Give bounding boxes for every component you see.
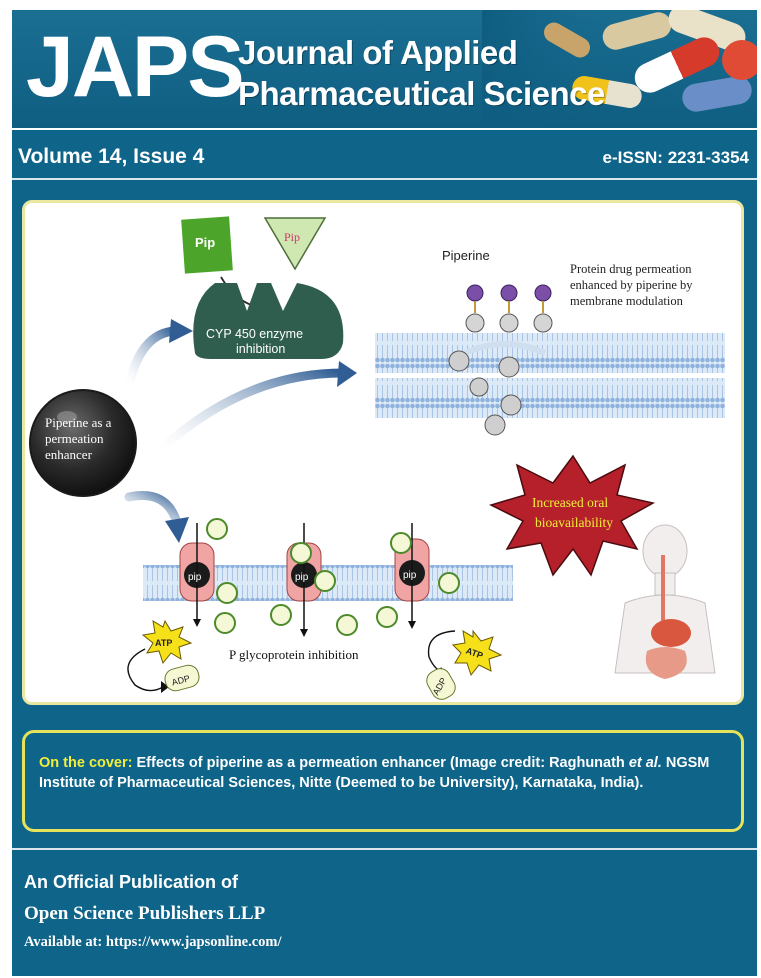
journal-header: JAPS Journal of Applied Pharmaceutical S… [12,10,757,128]
arrow-to-membrane [156,368,348,454]
pgp-channel-1: pip [179,523,215,627]
center-line2: permeation [45,431,104,446]
human-body-figure [614,524,716,679]
piperine-molecules [465,284,553,333]
cyp-enzyme [193,283,344,359]
header-divider [12,178,757,180]
publication-line: An Official Publication of [24,872,239,892]
protein-line2: enhanced by piperine by [570,278,693,292]
footer-divider [12,848,757,850]
pip-triangle-label: Pip [284,230,300,244]
figure-svg: Pip Pip CYP 450 enzyme inhibition Piperi… [29,216,725,700]
volume-issue: Volume 14, Issue 4 [18,145,205,168]
journal-title-line2: Pharmaceutical Science [238,75,605,112]
caption-et-al: et al. [628,755,662,771]
availability-url: Available at: https://www.japsonline.com… [24,934,282,950]
bioavailability-star [488,454,656,577]
pip-triangle [263,217,327,271]
cover-figure: Pip Pip CYP 450 enzyme inhibition Piperi… [22,200,744,705]
atp-left-label: ATP [155,638,172,648]
atp-star-left [141,619,193,665]
arrow-to-enzyme [124,326,180,390]
upper-membrane-2 [375,378,725,418]
permeation-enhancer-ball [29,389,137,497]
star-line1: Increased oral [532,495,608,510]
cyp-label-line1: CYP 450 enzyme [206,327,303,341]
upper-membrane [375,333,725,373]
svg-text:pip: pip [188,572,202,583]
caption-heading: On the cover: [39,755,137,771]
journal-logo: JAPS [26,19,245,115]
protein-line3: membrane modulation [570,294,684,308]
svg-text:pip: pip [403,570,417,581]
piperine-label: Piperine [442,248,490,263]
atp-star-right [451,629,503,677]
journal-title-line1: Journal of Applied [238,34,518,71]
pip-square-label: Pip [195,235,215,250]
star-line2: bioavailability [535,515,613,530]
publisher-name: Open Science Publishers LLP [24,903,266,924]
pgp-label: P glycoprotein inhibition [229,647,359,662]
adp-box-left [164,664,200,692]
eissn-label: e-ISSN: 2231-3354 [602,148,749,167]
pip-square [181,216,233,274]
center-line3: enhancer [45,447,93,462]
adp-box-right [426,668,456,700]
svg-text:pip: pip [295,572,309,583]
arrow-to-pgp [124,491,182,528]
pills-background [482,10,757,128]
permeating-proteins [448,350,522,436]
center-line1: Piperine as a [45,415,112,430]
pgp-channel-3: pip [394,523,430,629]
protein-line1: Protein drug permeation [570,262,692,276]
caption-text-end: NGSM Institute of Pharmaceutical Science… [39,755,710,791]
drug-molecules [206,518,460,636]
journal-title: Journal of Applied Pharmaceutical Scienc… [238,32,605,114]
adp-left-label: ADP [171,673,191,687]
caption-text: Effects of piperine as a permeation enha… [136,755,629,771]
cyp-label-line2: inhibition [236,342,285,356]
cover-caption: On the cover: Effects of piperine as a p… [22,730,744,832]
